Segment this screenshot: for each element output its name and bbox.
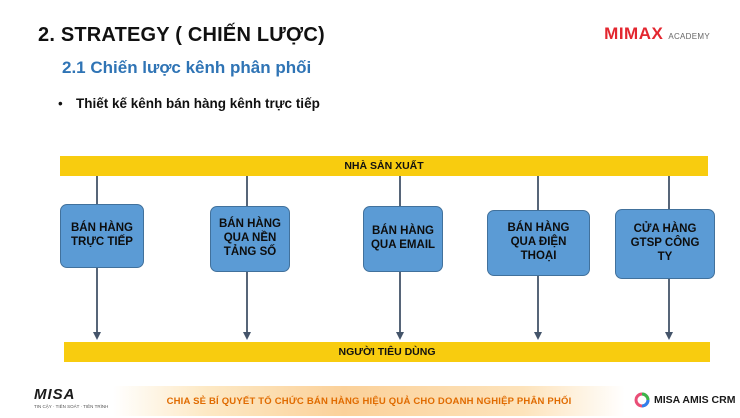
brand-sub: ACADEMY (668, 32, 710, 41)
channel-box-phone: BÁN HÀNG QUA ĐIỆN THOẠI (487, 210, 590, 276)
crm-ring-icon (634, 392, 650, 408)
bullet-dot-icon: • (58, 96, 63, 111)
producer-bar: NHÀ SẢN XUẤT (60, 156, 708, 176)
bullet-text: Thiết kế kênh bán hàng kênh trực tiếp (76, 96, 320, 111)
brand-name: MIMAX (604, 24, 664, 43)
misa-tagline: TIN CẬY · TIÊN SOÁT · TIÊN TRÌNH (34, 404, 109, 409)
misa-amis-crm-logo: MISA AMIS CRM (634, 392, 735, 408)
footer-banner: CHIA SẺ BÍ QUYẾT TỔ CHỨC BÁN HÀNG HIỆU Q… (113, 386, 625, 416)
channel-box-direct: BÁN HÀNG TRỰC TIẾP (60, 204, 144, 268)
channel-box-digital: BÁN HÀNG QUA NỀN TẢNG SỐ (210, 206, 290, 272)
misa-logo: MISA TIN CẬY · TIÊN SOÁT · TIÊN TRÌNH (34, 386, 108, 409)
misa-logo-text: MISA (34, 386, 76, 403)
bullet-item: • Thiết kế kênh bán hàng kênh trực tiếp (58, 96, 320, 111)
crm-logo-text: MISA AMIS CRM (654, 394, 736, 406)
channel-box-email: BÁN HÀNG QUA EMAIL (363, 206, 443, 272)
channel-box-store: CỬA HÀNG GTSP CÔNG TY (615, 209, 715, 279)
slide-title: 2. STRATEGY ( CHIẾN LƯỢC) (38, 24, 325, 46)
mimax-logo: MIMAX ACADEMY (604, 24, 710, 44)
consumer-bar: NGƯỜI TIÊU DÙNG (64, 342, 710, 362)
slide-subtitle: 2.1 Chiến lược kênh phân phối (62, 58, 312, 77)
